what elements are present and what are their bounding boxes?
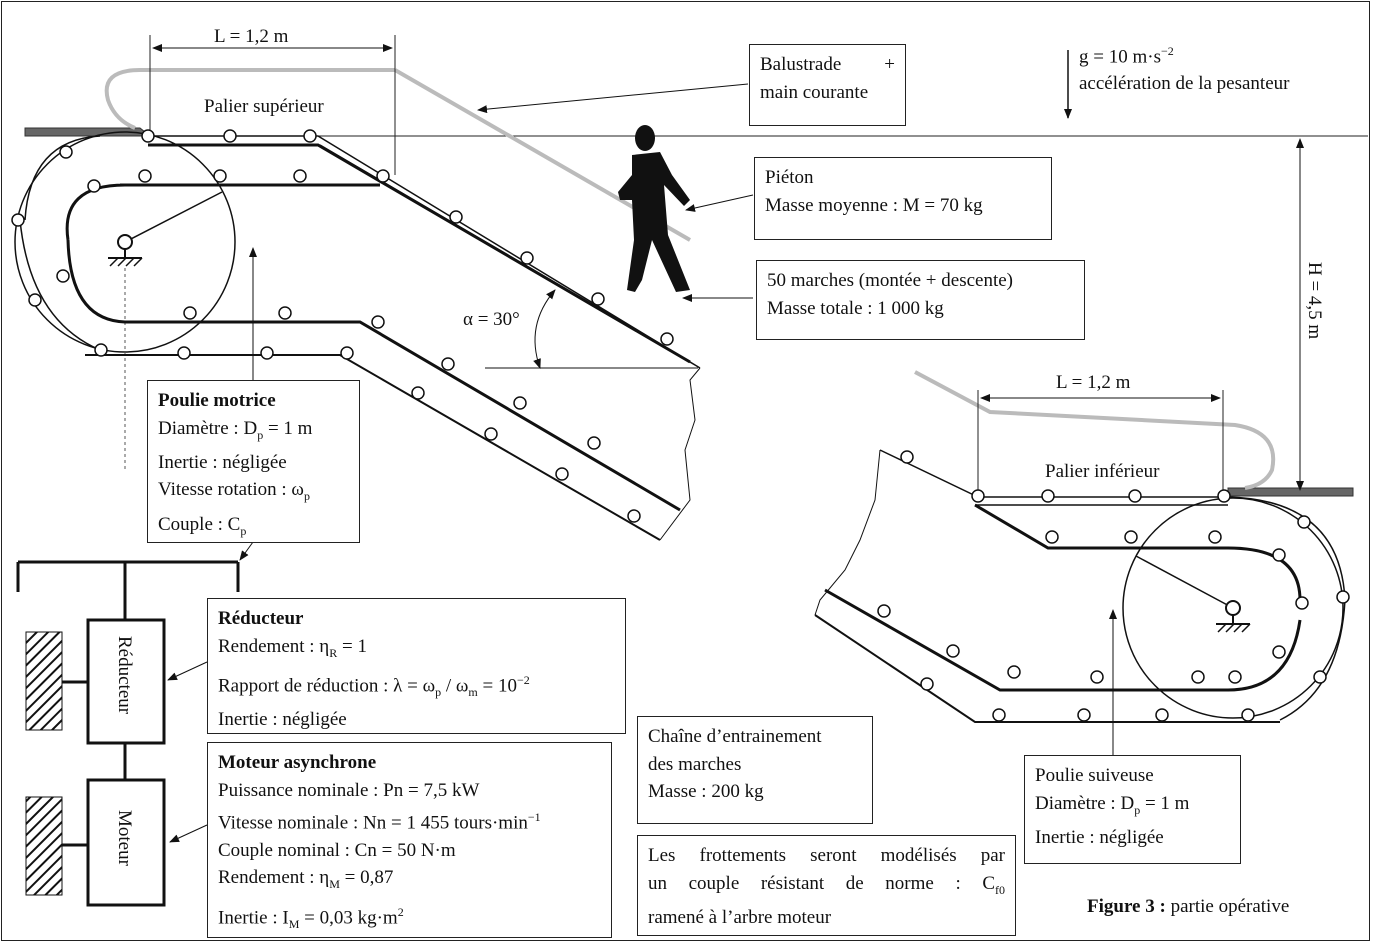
fixed-frame-reducer (25, 631, 63, 731)
chain-line2: des marches (648, 753, 742, 775)
follower-pulley-box: Poulie suiveuse Diamètre : Dp = 1 m Iner… (1024, 755, 1241, 864)
balustrade-plus: + (884, 54, 895, 75)
friction-box: Les frottements seront modélisés par un … (637, 835, 1016, 936)
balustrade-label: Balustrade (760, 54, 842, 75)
motor-speed: Vitesse nominale : Nn = 1 455 tours·min−… (218, 810, 541, 834)
follower-pulley-inertia: Inertie : négligée (1035, 826, 1164, 848)
reducer-ratio: Rapport de réduction : λ = ωp / ωm = 10−… (218, 672, 530, 699)
reducer-box: Réducteur Rendement : ηR = 1 Rapport de … (207, 598, 626, 734)
pedestrian-box: Piéton Masse moyenne : M = 70 kg (754, 157, 1052, 240)
fixed-frame-motor (25, 796, 63, 896)
lower-landing-label: Palier inférieur (1045, 461, 1160, 482)
steps-box: 50 marches (montée + descente) Masse tot… (756, 260, 1085, 340)
friction-line2: un couple résistant de norme : Cf0 (648, 872, 1005, 897)
chain-line1: Chaîne d’entrainement (648, 726, 822, 747)
drive-pulley-diameter: Diamètre : Dp = 1 m (158, 417, 313, 442)
handrail-label: main courante (760, 81, 869, 103)
figure-caption: Figure 3 : partie opérative (1087, 896, 1290, 917)
motor-power: Puissance nominale : Pn = 7,5 kW (218, 779, 480, 801)
height-label: H = 4,5 m (1304, 262, 1325, 340)
motor-block-label: Moteur (114, 810, 135, 866)
motor-inertia: Inertie : IM = 0,03 kg·m2 (218, 904, 404, 931)
steps-mass: Masse totale : 1 000 kg (767, 297, 944, 319)
motor-block (86, 778, 166, 907)
follower-pulley-title: Poulie suiveuse (1035, 765, 1154, 786)
pedestrian-title: Piéton (765, 167, 814, 188)
motor-box: Moteur asynchrone Puissance nominale : P… (207, 742, 612, 938)
drive-pulley-inertia: Inertie : négligée (158, 451, 287, 473)
pedestrian-figure (618, 125, 690, 292)
motor-torque: Couple nominal : Cn = 50 N·m (218, 839, 456, 861)
reducer-block-label: Réducteur (114, 636, 135, 715)
gravity-description: accélération de la pesanteur (1079, 73, 1290, 94)
drive-pulley-box: Poulie motrice Diamètre : Dp = 1 m Inert… (147, 380, 360, 543)
reducer-efficiency: Rendement : ηR = 1 (218, 635, 367, 660)
lower-handrail (914, 370, 1276, 490)
steps-title: 50 marches (montée + descente) (767, 270, 1013, 291)
drive-pulley-torque: Couple : Cp (158, 513, 247, 538)
upper-landing-label: Palier supérieur (204, 96, 324, 117)
length-bottom-label: L = 1,2 m (1056, 372, 1131, 393)
pedestrian-mass: Masse moyenne : M = 70 kg (765, 194, 983, 216)
motor-efficiency: Rendement : ηM = 0,87 (218, 867, 394, 892)
friction-line3: ramené à l’arbre moteur (648, 906, 832, 928)
gravity-value: g = 10 m·s−2 (1079, 44, 1174, 68)
length-top-label: L = 1,2 m (214, 26, 289, 47)
reducer-block (86, 618, 166, 745)
chain-rollers (11, 129, 1350, 722)
reducer-inertia: Inertie : négligée (218, 709, 347, 731)
angle-label: α = 30° (463, 309, 520, 330)
chain-box: Chaîne d’entrainement des marches Masse … (637, 716, 873, 824)
friction-line1: Les frottements seront modélisés par (648, 845, 1005, 866)
drive-pulley-speed: Vitesse rotation : ωp (158, 479, 310, 504)
drive-pulley-title: Poulie motrice (158, 390, 276, 411)
chain-mass: Masse : 200 kg (648, 781, 764, 802)
upper-chain-outer (145, 135, 701, 369)
motor-title: Moteur asynchrone (218, 752, 377, 773)
reducer-title: Réducteur (218, 608, 304, 629)
balustrade-box: Balustrade + main courante (749, 44, 906, 126)
follower-pulley (1122, 497, 1344, 719)
upper-handrail (104, 68, 691, 242)
follower-pulley-diameter: Diamètre : Dp = 1 m (1035, 792, 1190, 817)
